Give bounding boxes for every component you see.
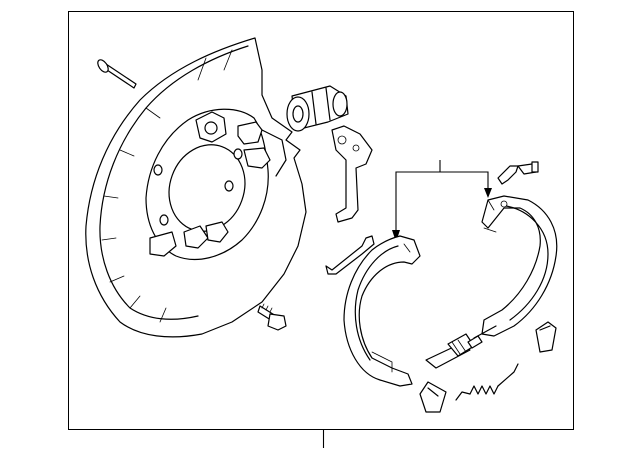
return-spring — [455, 363, 519, 401]
callout-leaders — [392, 160, 492, 242]
anchor-block-right — [535, 321, 557, 353]
adjuster-cylinder — [286, 85, 349, 132]
brake-shoe-front — [343, 235, 421, 387]
retainer-clip — [325, 235, 375, 275]
mounting-bolt — [257, 303, 287, 331]
backing-plate-bolt — [97, 59, 137, 89]
anchor-block-left — [419, 381, 447, 413]
brake-shoe-rear — [481, 195, 558, 337]
hold-down-pin — [497, 161, 539, 185]
backing-plate — [85, 37, 307, 338]
shoe-bracket — [331, 125, 373, 223]
adjuster-screw — [425, 325, 497, 369]
